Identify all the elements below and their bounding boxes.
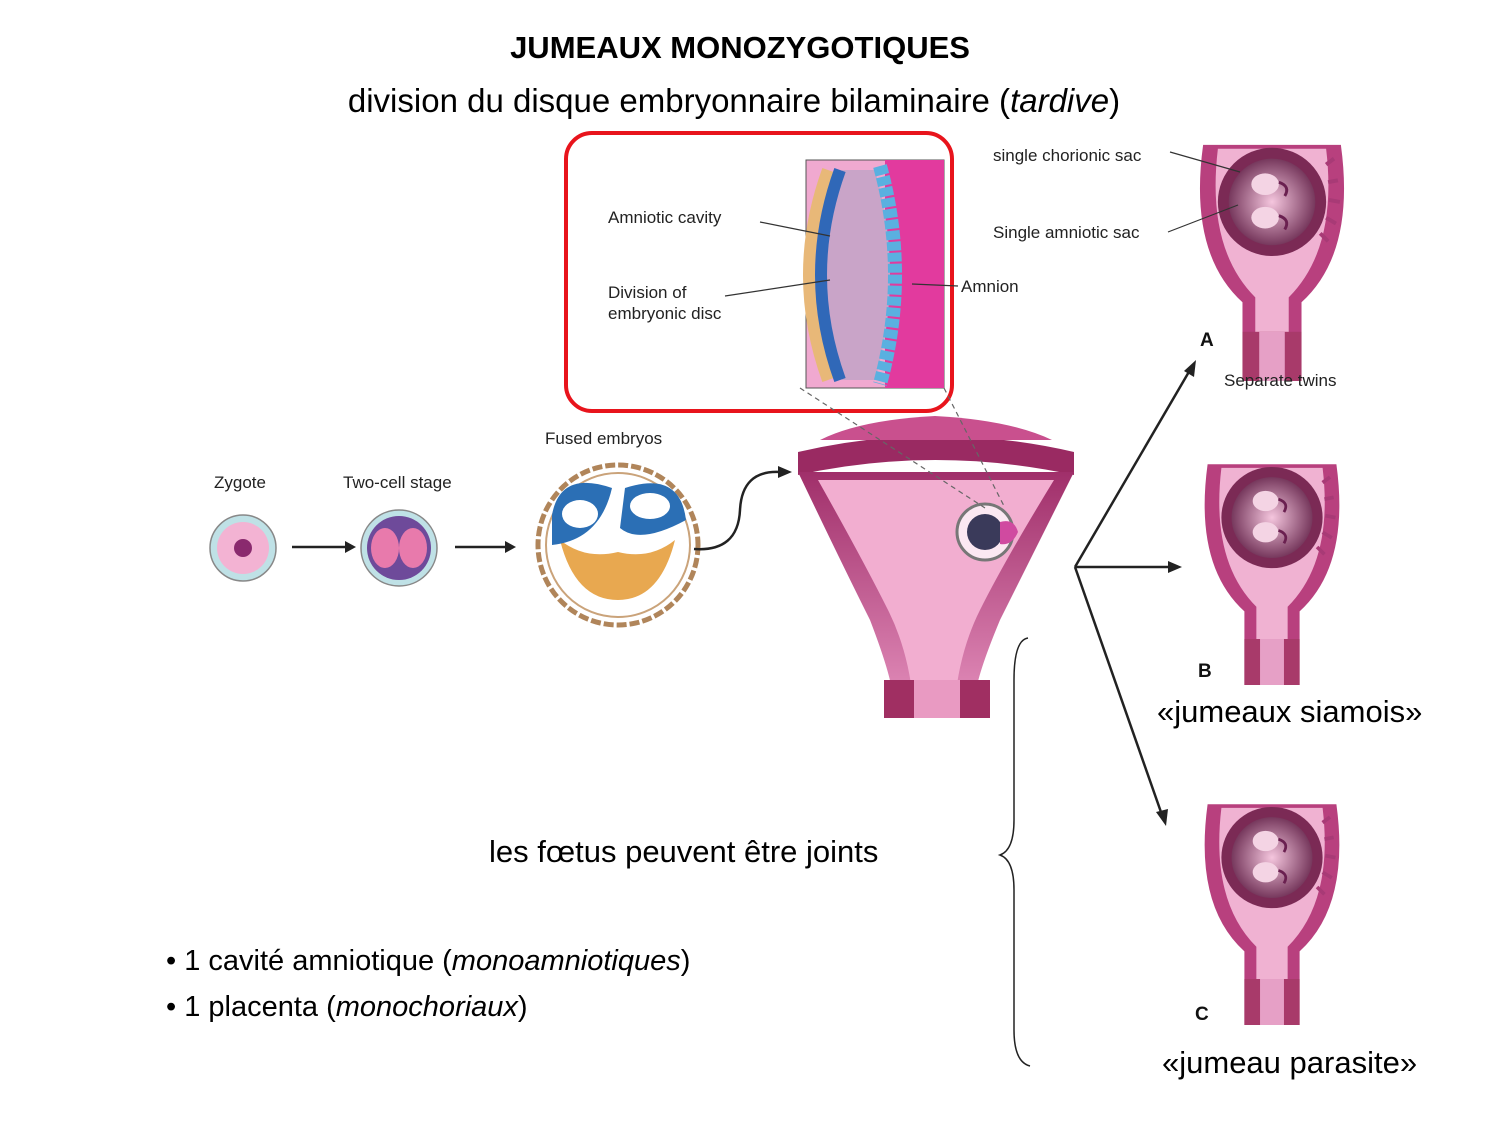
label-chorionic-sac: single chorionic sac [993,146,1142,165]
bullet-item: • 1 cavité amniotique (monoamniotiques) [166,938,690,984]
label-amniotic-sac: Single amniotic sac [993,223,1140,242]
label-fused-embryos: Fused embryos [545,429,663,448]
bullet-list: • 1 cavité amniotique (monoamniotiques) … [166,938,690,1030]
caption-joined: les fœtus peuvent être joints [489,834,879,869]
bullet-text: ) [680,945,691,977]
subtitle-prefix: division du disque embryonnaire bilamina… [347,82,1011,119]
curly-brace [997,637,1031,1067]
inset-disc-illustration [724,159,959,389]
branch-arrows [1073,360,1196,826]
bullet-text: ) [517,991,528,1023]
highlight-box [564,131,954,413]
subtitle-italic: tardive [1010,82,1110,119]
fused-embryos-illustration [535,462,701,628]
bullet-text: • 1 cavité amniotique ( [166,945,452,977]
label-division-line2: embryonic disc [608,304,722,324]
label-separate-twins: Separate twins [1224,371,1337,390]
letter-b: B [1198,661,1212,682]
zygote-illustration [209,514,277,582]
bullet-text: • 1 placenta ( [166,991,336,1023]
page-title: JUMEAUX MONOZYGOTIQUES [510,30,970,65]
label-amnion: Amnion [961,277,1019,296]
uterus-illustration [798,387,1074,718]
label-zygote: Zygote [214,473,266,492]
caption-siamese: «jumeaux siamois» [1157,694,1423,729]
page-subtitle: division du disque embryonnaire bilamina… [0,82,1468,120]
caption-parasite: «jumeau parasite» [1162,1045,1418,1080]
bullet-item: • 1 placenta (monochoriaux) [166,984,690,1030]
label-division-line1: Division of [608,283,687,302]
label-two-cell: Two-cell stage [343,473,452,492]
uterus-c [1202,802,1342,1025]
letter-c: C [1195,1004,1209,1025]
two-cell-illustration [360,509,438,587]
uterus-b [1202,462,1342,685]
bullet-italic: monoamniotiques [451,945,681,977]
label-division-disc: Division of embryonic disc [608,282,721,325]
letter-a: A [1200,330,1214,351]
label-amniotic-cavity: Amniotic cavity [608,208,722,227]
uterus-a [1197,142,1347,381]
subtitle-suffix: ) [1109,82,1121,119]
bullet-italic: monochoriaux [335,991,518,1023]
